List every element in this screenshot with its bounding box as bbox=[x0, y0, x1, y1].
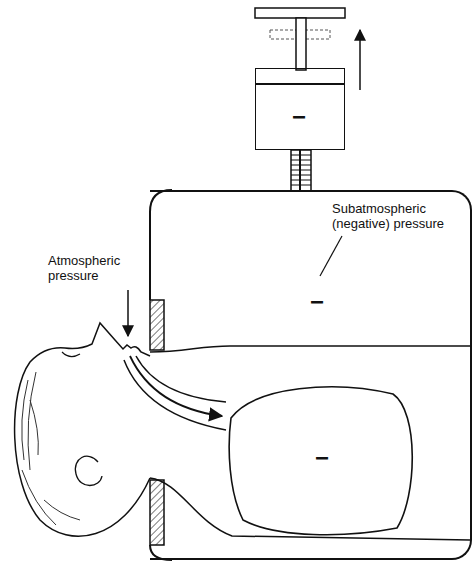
plunger-plate bbox=[255, 8, 345, 18]
syringe-cylinder: − bbox=[255, 68, 345, 150]
chamber-wall bbox=[150, 190, 172, 560]
airflow-arrow bbox=[130, 356, 222, 416]
pressure-label: Subatmospheric (negative) pressure bbox=[330, 200, 466, 232]
body-outline bbox=[150, 346, 470, 352]
pressure-sign: − bbox=[315, 446, 329, 470]
pressure-sign: − bbox=[292, 105, 306, 129]
collar bbox=[150, 300, 164, 350]
plunger-rod bbox=[296, 18, 306, 70]
piston bbox=[256, 83, 344, 85]
leader-line bbox=[320, 236, 342, 276]
tube bbox=[291, 150, 311, 191]
collar bbox=[150, 480, 164, 545]
head bbox=[15, 323, 150, 536]
pressure-sign: − bbox=[310, 290, 324, 314]
pressure-arrow bbox=[127, 290, 129, 336]
hair bbox=[22, 372, 80, 525]
air-tube bbox=[299, 150, 301, 190]
motion-arrow bbox=[359, 30, 361, 90]
eye bbox=[62, 352, 80, 357]
lung: − bbox=[225, 378, 421, 540]
tank-chamber: −− bbox=[150, 190, 472, 560]
ear bbox=[75, 456, 102, 485]
pressure-label: Atmospheric pressure bbox=[46, 252, 142, 284]
